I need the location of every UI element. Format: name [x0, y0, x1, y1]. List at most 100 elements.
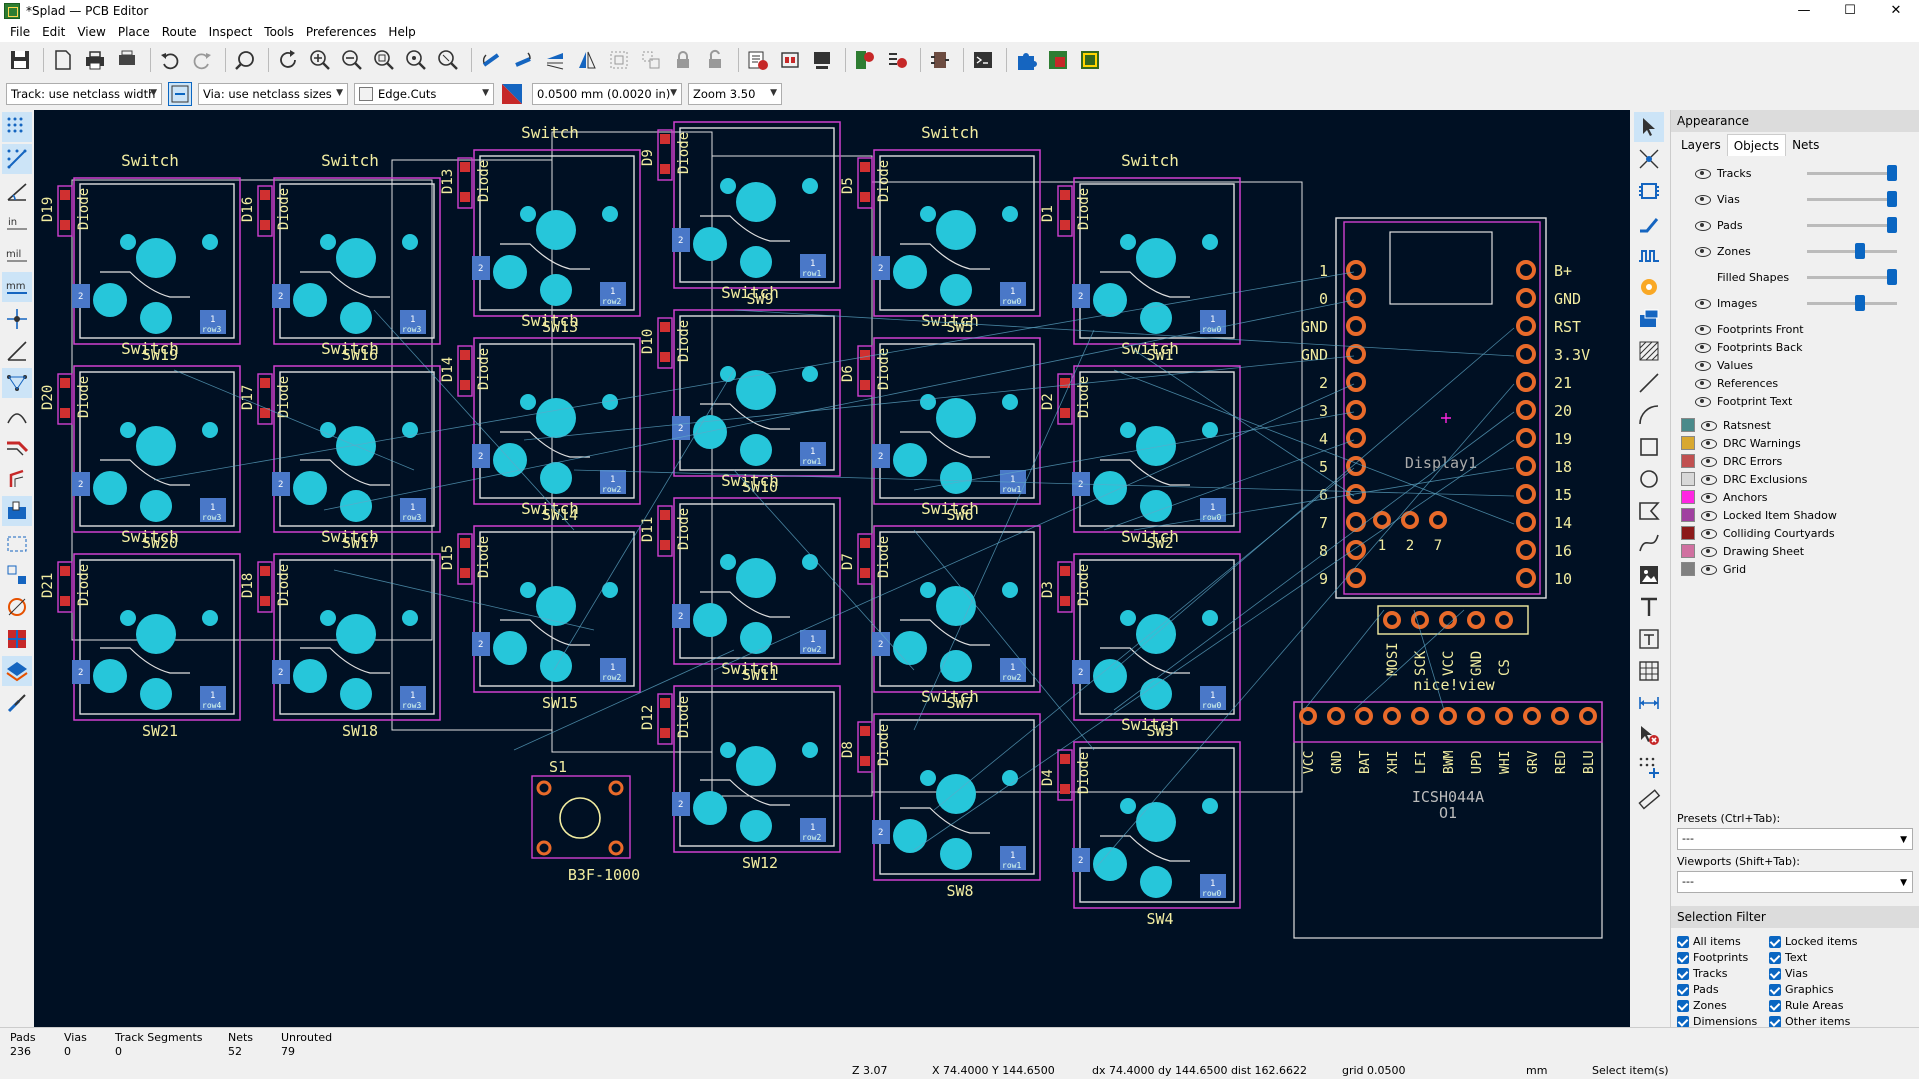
add-textbox-button[interactable]: [1634, 624, 1664, 654]
route-track-button[interactable]: [1634, 208, 1664, 238]
menu-preferences[interactable]: Preferences: [300, 22, 383, 42]
visibility-eye-icon[interactable]: [1701, 544, 1715, 558]
visibility-eye-icon[interactable]: [1695, 244, 1709, 258]
visibility-eye-icon[interactable]: [1695, 358, 1709, 372]
mirror-vertical-button[interactable]: [541, 46, 569, 74]
grid-origin-button[interactable]: [1634, 752, 1664, 782]
ungroup-button[interactable]: [637, 46, 665, 74]
color-swatch[interactable]: [1681, 562, 1695, 576]
slider-knob[interactable]: [1887, 269, 1897, 285]
track-width-dropdown[interactable]: Track: use netclass width▼: [6, 83, 162, 105]
draw-circle-button[interactable]: [1634, 464, 1664, 494]
angle-snap-button[interactable]: [2, 336, 32, 366]
visibility-eye-icon[interactable]: [1695, 394, 1709, 408]
visibility-eye-icon[interactable]: [1701, 418, 1715, 432]
grid-overrides-button[interactable]: [2, 144, 32, 174]
visibility-eye-icon[interactable]: [1701, 490, 1715, 504]
footprint-editor-button[interactable]: [776, 46, 804, 74]
minimize-button[interactable]: —: [1781, 0, 1827, 22]
viewports-dropdown[interactable]: ---▼: [1677, 871, 1913, 893]
tab-objects[interactable]: Objects: [1727, 134, 1786, 156]
visibility-eye-icon[interactable]: [1701, 472, 1715, 486]
draw-bezier-button[interactable]: [1634, 528, 1664, 558]
color-swatch[interactable]: [1681, 526, 1695, 540]
zone-fill-button[interactable]: [2, 496, 32, 526]
high-contrast-button[interactable]: [2, 624, 32, 654]
menu-edit[interactable]: Edit: [36, 22, 71, 42]
units-mils-button[interactable]: mil: [2, 240, 32, 270]
track-outline-button[interactable]: [2, 432, 32, 462]
update-pcb-button[interactable]: [744, 46, 772, 74]
checkbox-checked-icon[interactable]: [1769, 984, 1781, 996]
via-size-dropdown[interactable]: Via: use netclass sizes▼: [198, 83, 348, 105]
undo-button[interactable]: [156, 46, 184, 74]
add-table-button[interactable]: [1634, 656, 1664, 686]
menu-file[interactable]: File: [4, 22, 36, 42]
group-button[interactable]: [605, 46, 633, 74]
unlock-button[interactable]: [701, 46, 729, 74]
add-footprint-button[interactable]: [1634, 176, 1664, 206]
add-via-button[interactable]: [1634, 272, 1664, 302]
filter-locked-items[interactable]: Locked items: [1769, 934, 1879, 949]
visibility-eye-icon[interactable]: [1695, 322, 1709, 336]
footprint-browser-button[interactable]: [808, 46, 836, 74]
visibility-eye-icon[interactable]: [1695, 166, 1709, 180]
checkbox-checked-icon[interactable]: [1677, 968, 1689, 980]
filter-rule-areas[interactable]: Rule Areas: [1769, 998, 1879, 1013]
board-setup-button[interactable]: [49, 46, 77, 74]
visibility-eye-icon[interactable]: [1701, 454, 1715, 468]
zoom-dropdown[interactable]: Zoom 3.50▼: [688, 83, 782, 105]
add-rule-area-button[interactable]: [1634, 336, 1664, 366]
slider-knob[interactable]: [1887, 165, 1897, 181]
local-ratsnest-button[interactable]: [1634, 144, 1664, 174]
presets-dropdown[interactable]: ---▼: [1677, 828, 1913, 850]
visibility-eye-icon[interactable]: [1701, 436, 1715, 450]
opacity-slider[interactable]: [1807, 198, 1897, 201]
plot-button[interactable]: [113, 46, 141, 74]
color-swatch[interactable]: [1681, 472, 1695, 486]
units-inches-button[interactable]: in: [2, 208, 32, 238]
zoom-in-button[interactable]: [306, 46, 334, 74]
opacity-slider[interactable]: [1807, 302, 1897, 305]
filter-footprints[interactable]: Footprints: [1677, 950, 1769, 965]
zoom-objects-button[interactable]: [402, 46, 430, 74]
color-swatch[interactable]: [1681, 490, 1695, 504]
filter-all-items[interactable]: All items: [1677, 934, 1769, 949]
mirror-horizontal-button[interactable]: [573, 46, 601, 74]
draw-rectangle-button[interactable]: [1634, 432, 1664, 462]
curved-ratsnest-button[interactable]: [2, 400, 32, 430]
menu-inspect[interactable]: Inspect: [203, 22, 259, 42]
plugin-freerouting-button[interactable]: [1044, 46, 1072, 74]
close-button[interactable]: ✕: [1873, 0, 1919, 22]
maximize-button[interactable]: ☐: [1827, 0, 1873, 22]
slider-knob[interactable]: [1855, 243, 1865, 259]
visibility-eye-icon[interactable]: [1695, 376, 1709, 390]
rotate-ccw-button[interactable]: [477, 46, 505, 74]
plugin-kikit-button[interactable]: [1076, 46, 1104, 74]
cursor-style-button[interactable]: [2, 304, 32, 334]
plugin-manager-button[interactable]: [1012, 46, 1040, 74]
measure-tool-button[interactable]: [1634, 784, 1664, 814]
redo-button[interactable]: [188, 46, 216, 74]
visibility-eye-icon[interactable]: [1695, 340, 1709, 354]
opacity-slider[interactable]: [1807, 250, 1897, 253]
visibility-eye-icon[interactable]: [1701, 508, 1715, 522]
zoom-out-button[interactable]: [338, 46, 366, 74]
checkbox-checked-icon[interactable]: [1677, 1000, 1689, 1012]
show-ratsnest-button[interactable]: [2, 368, 32, 398]
slider-knob[interactable]: [1887, 191, 1897, 207]
visibility-eye-icon[interactable]: [1695, 192, 1709, 206]
menu-help[interactable]: Help: [382, 22, 421, 42]
opacity-slider[interactable]: [1807, 224, 1897, 227]
zoom-selection-button[interactable]: [434, 46, 462, 74]
units-mm-button[interactable]: mm: [2, 272, 32, 302]
net-colors-button[interactable]: [2, 656, 32, 686]
checkbox-checked-icon[interactable]: [1769, 968, 1781, 980]
visibility-eye-icon[interactable]: [1701, 562, 1715, 576]
schematic-button[interactable]: [926, 46, 954, 74]
draw-line-button[interactable]: [1634, 368, 1664, 398]
add-text-button[interactable]: [1634, 592, 1664, 622]
menu-place[interactable]: Place: [112, 22, 156, 42]
refresh-button[interactable]: [274, 46, 302, 74]
polar-coords-button[interactable]: [2, 176, 32, 206]
